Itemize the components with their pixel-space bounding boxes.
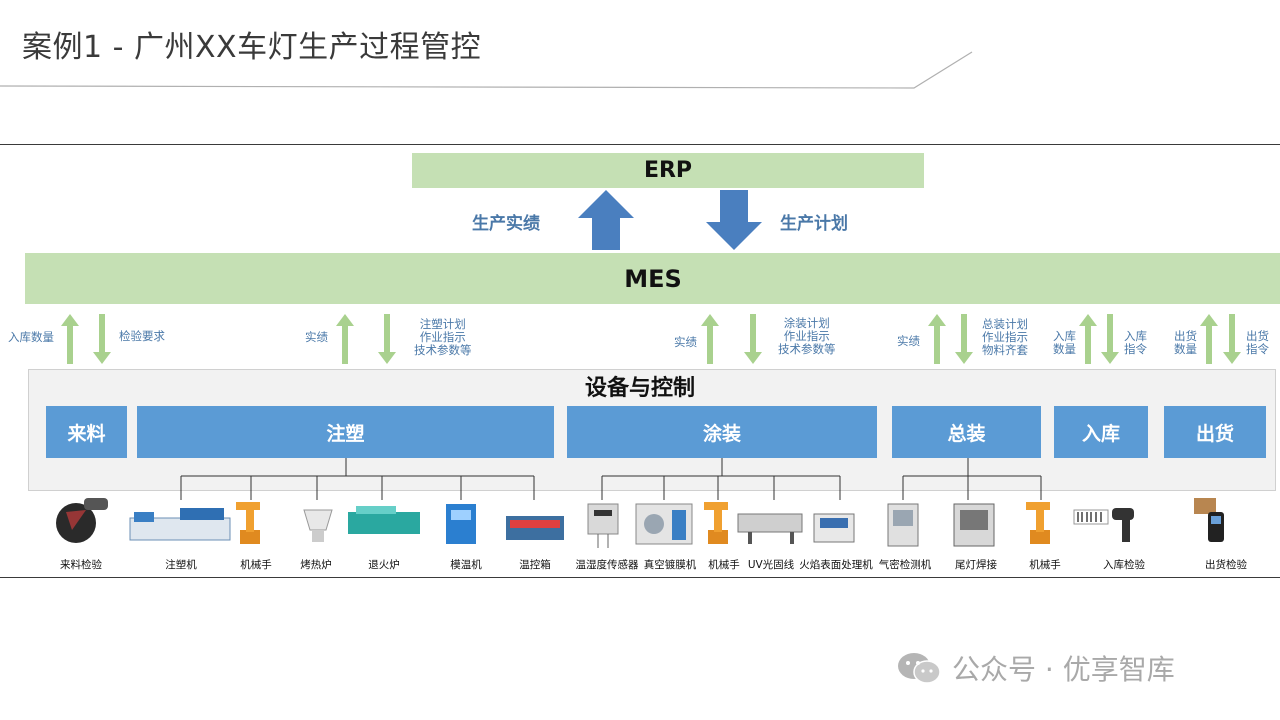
- big-down-arrow-icon: [706, 190, 762, 250]
- device-label: 注塑机: [165, 559, 197, 571]
- flow-label-multiline: 涂装计划作业指示技术参数等: [778, 316, 836, 356]
- vacuum-coating-machine-icon: [635, 503, 693, 545]
- flame-treatment-machine-icon: [813, 513, 855, 543]
- robot-arm-icon: [704, 502, 728, 544]
- title-underline: [0, 51, 973, 89]
- device-label: 机械手: [1029, 559, 1061, 571]
- page-title: 案例1 - 广州XX车灯生产过程管控: [22, 30, 482, 65]
- flow-label-multiline: 注塑计划作业指示技术参数等: [414, 317, 472, 357]
- device-label: 尾灯焊接: [955, 559, 997, 571]
- process-incoming: 来料: [46, 406, 127, 458]
- flow-label: 实绩: [897, 334, 920, 348]
- flow-label-multiline: 出货数量: [1174, 329, 1197, 356]
- big-up-arrow-icon: [578, 190, 634, 250]
- up-flow-label: 生产实绩: [472, 214, 540, 234]
- erp-bar: ERP: [412, 153, 924, 188]
- device-label: 入库检验: [1103, 559, 1145, 571]
- device-label: 烤热炉: [300, 559, 332, 571]
- mes-bar: MES: [25, 253, 1280, 304]
- device-label: 真空镀膜机: [643, 559, 697, 571]
- leak-tester-icon: [887, 503, 919, 547]
- device-label: 温湿度传感器: [575, 559, 639, 571]
- dryer-icon: [303, 509, 333, 542]
- device-label: UV光固线: [747, 559, 795, 571]
- device-connectors: [180, 458, 1042, 500]
- flow-label-multiline: 入库指令: [1124, 329, 1147, 356]
- mold-temperature-controller-icon: [446, 504, 476, 544]
- flow-label: 实绩: [305, 330, 328, 344]
- inspection-scanner-icon: [56, 498, 108, 543]
- device-label: 温控箱: [519, 559, 551, 571]
- temperature-control-box-icon: [506, 516, 564, 540]
- watermark-text: 公众号 · 优享智库: [952, 653, 1175, 686]
- flow-label: 实绩: [674, 335, 697, 349]
- flow-label-multiline: 出货指令: [1246, 329, 1269, 356]
- device-label: 火焰表面处理机: [799, 559, 873, 571]
- flow-label: 检验要求: [119, 329, 165, 343]
- flow-label-multiline: 入库数量: [1053, 329, 1076, 356]
- device-label: 机械手: [240, 559, 272, 571]
- annealing-furnace-icon: [348, 506, 420, 534]
- process-assembly: 总装: [892, 406, 1041, 458]
- process-molding: 注塑: [137, 406, 554, 458]
- flow-arrows: [61, 314, 1241, 364]
- uv-curing-line-icon: [737, 513, 803, 544]
- tail-light-welder-icon: [953, 503, 995, 547]
- robot-arm-icon: [236, 502, 260, 544]
- device-label: 来料检验: [60, 559, 102, 571]
- device-label: 机械手: [708, 559, 740, 571]
- process-storage: 入库: [1054, 406, 1148, 458]
- flow-label-multiline: 总装计划作业指示物料齐套: [982, 317, 1028, 357]
- process-shipping: 出货: [1164, 406, 1266, 458]
- device-label: 退火炉: [368, 559, 400, 571]
- device-images: [56, 498, 1224, 548]
- handheld-terminal-icon: [1194, 498, 1224, 542]
- equipment-title: 设备与控制: [584, 376, 695, 401]
- device-label: 气密检测机: [878, 559, 932, 571]
- barcode-scanner-icon: [1073, 508, 1134, 542]
- diagram-panel: [0, 144, 1280, 578]
- device-label: 模温机: [450, 559, 482, 571]
- process-coating: 涂装: [567, 406, 877, 458]
- down-flow-label: 生产计划: [780, 214, 848, 234]
- wechat-icon: [898, 653, 941, 684]
- watermark: 公众号 · 优享智库: [896, 648, 1175, 688]
- device-label: 出货检验: [1205, 559, 1247, 571]
- flow-label: 入库数量: [8, 330, 54, 344]
- humidity-sensor-icon: [587, 503, 619, 548]
- robot-arm-icon: [1026, 502, 1050, 544]
- injection-molding-machine-icon: [129, 508, 231, 541]
